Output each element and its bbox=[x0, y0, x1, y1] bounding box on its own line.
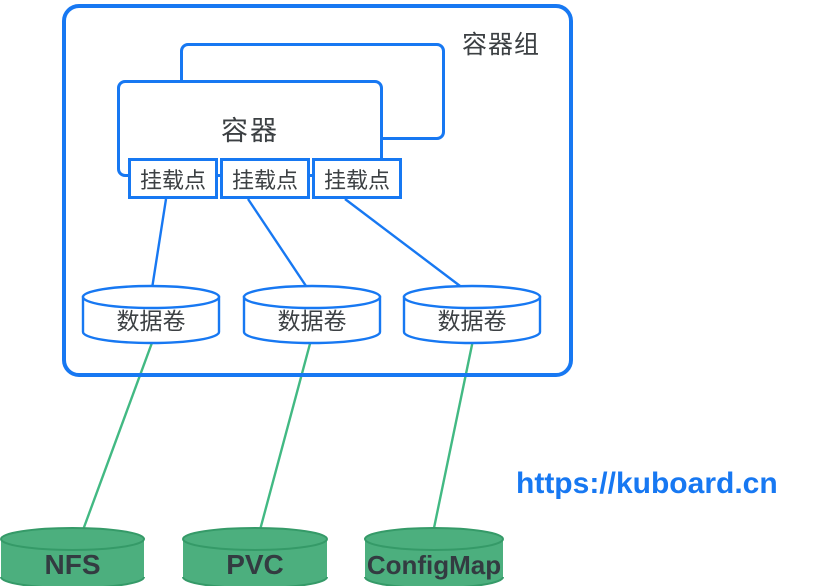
storage-label-nfs: NFS bbox=[44, 549, 101, 580]
storage-label-configmap: ConfigMap bbox=[366, 550, 502, 580]
mount-point-box: 挂载点 bbox=[312, 158, 402, 199]
mount-point-label: 挂载点 bbox=[323, 167, 390, 193]
mount-point-label: 挂载点 bbox=[139, 167, 206, 193]
volume-label: 数据卷 bbox=[116, 308, 186, 334]
site-link: https://kuboard.cn bbox=[516, 467, 778, 500]
mount-point-row: 挂载点 挂载点 挂载点 bbox=[128, 158, 402, 199]
volume-label: 数据卷 bbox=[277, 308, 347, 334]
mount-point-box: 挂载点 bbox=[220, 158, 310, 199]
pod-label: 容器组 bbox=[462, 31, 541, 59]
mount-point-label: 挂载点 bbox=[231, 167, 298, 193]
volume-label: 数据卷 bbox=[437, 308, 507, 334]
container-label: 容器 bbox=[221, 116, 279, 146]
mount-point-box: 挂载点 bbox=[128, 158, 218, 199]
storage-label-pvc: PVC bbox=[226, 549, 284, 580]
